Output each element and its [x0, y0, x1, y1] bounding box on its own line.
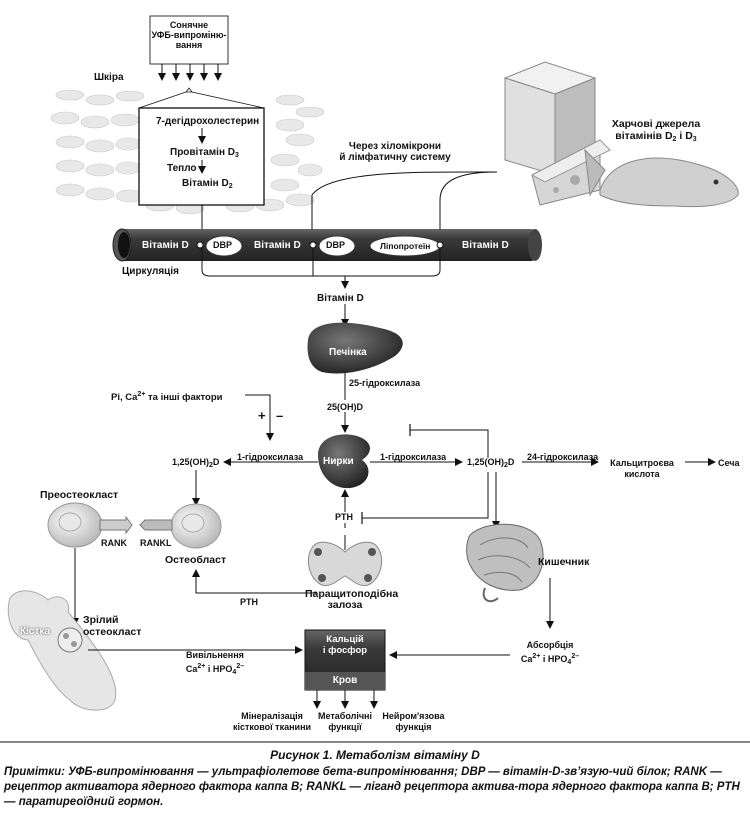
- absorption-label: Абсорбція Ca2+ і HPO42–: [505, 640, 595, 668]
- neuromuscular-line-1: Нейром'язова: [382, 711, 445, 721]
- mature-osteoclast-line-2: остеокласт: [83, 626, 142, 638]
- metabolic-label: Метаболічні функції: [310, 711, 380, 733]
- release-label: Вивільнення Ca2+ і HPO42–: [170, 650, 260, 678]
- parathyroid-label: Паращитоподібна залоза: [305, 588, 399, 611]
- vitamin-d2-label: Вітамін D2: [182, 178, 233, 190]
- parathyroid-shape: [307, 541, 383, 587]
- figure-notes: Примітки: УФБ-випромінювання — ультрафіо…: [4, 766, 740, 808]
- minus-sign: –: [276, 408, 284, 423]
- skin-label: Шкіра: [94, 72, 124, 83]
- parathyroid-line-1: Паращитоподібна: [305, 588, 399, 600]
- rank-label: RANK: [101, 538, 127, 548]
- neuromuscular-label: Нейром'язова функція: [376, 711, 451, 733]
- mineralization-label: Мінералізація кісткової тканини: [232, 711, 312, 733]
- rankl-label: RANKL: [140, 538, 172, 548]
- uvb-line-3: вання: [175, 40, 203, 50]
- dbp-oval-1: [205, 235, 243, 257]
- calcitroic-line-1: Кальцитроєва: [610, 458, 674, 468]
- tube-vitd-2: Вітамін D: [254, 240, 301, 251]
- calcitroic-label: Кальцитроєва кислота: [600, 458, 684, 480]
- mineralization-line-1: Мінералізація: [241, 711, 303, 721]
- chylomicron-line-1: Через хіломікрони: [348, 141, 442, 152]
- hydroxylase1-left: 1-гідроксилаза: [237, 452, 304, 462]
- tube-vitd-3: Вітамін D: [462, 240, 509, 251]
- phosphorus-label: і фосфор: [322, 645, 368, 656]
- calcitroic-line-2: кислота: [624, 469, 660, 479]
- dbp-label-2: DBP: [326, 240, 346, 250]
- liver-label: Печінка: [329, 347, 367, 358]
- uvb-line-2: УФБ-випроміню-: [151, 30, 227, 40]
- rank-receptor: [99, 515, 133, 535]
- neuromuscular-line-2: функція: [395, 722, 432, 732]
- kidney-shape: [318, 434, 370, 489]
- blood-box-text: Кальцій і фосфор: [305, 634, 385, 656]
- ohd125-left: 1,25(OH)2D: [172, 457, 220, 469]
- skin-synthesis-box: [138, 107, 265, 206]
- mature-osteoclast-line-1: Зрілий: [83, 614, 119, 626]
- plus-sign: +: [258, 408, 266, 423]
- uvb-line-1: Сонячне: [169, 20, 209, 30]
- parathyroid-line-2: залоза: [327, 599, 363, 611]
- rankl-ligand: [139, 519, 173, 531]
- bone-label: Кістка: [20, 626, 50, 637]
- tube-vitd-1: Вітамін D: [142, 240, 189, 251]
- metabolic-line-2: функції: [328, 722, 362, 732]
- pth-osteoblast-label: PTH: [240, 597, 258, 607]
- heat-label: Тепло: [167, 163, 197, 174]
- urine-label: Сеча: [718, 458, 740, 468]
- metabolic-line-1: Метаболічні: [317, 711, 372, 721]
- chylomicron-line-2: й лімфатичну систему: [339, 152, 451, 163]
- release-line-2: Ca2+ і HPO42–: [185, 663, 245, 676]
- hydroxylase25-label: 25-гідроксилаза: [349, 378, 421, 388]
- ohd25-label: 25(OH)D: [327, 402, 364, 412]
- uvb-label: Сонячне УФБ-випроміню- вання: [150, 20, 228, 50]
- tube-ovals: [205, 235, 441, 257]
- mineralization-line-2: кісткової тканини: [232, 722, 312, 732]
- food-illustration: [503, 61, 739, 208]
- blood-label: Кров: [332, 675, 358, 686]
- uvb-arrows: [158, 64, 222, 81]
- provitamin-d3-label: Провітамін D3: [170, 147, 239, 159]
- intestine-label: Кишечник: [538, 556, 590, 568]
- liver-shape: [307, 322, 403, 374]
- preosteoclast-label: Преостеокласт: [40, 489, 119, 501]
- mature-osteoclast-label: Зрілий остеокласт: [83, 614, 141, 638]
- kidneys-label: Нирки: [323, 456, 354, 467]
- bone-shape: [7, 590, 117, 711]
- figure-caption: Рисунок 1. Метаболізм вітаміну D: [270, 748, 480, 762]
- intestine-shape: [466, 523, 544, 591]
- uvb-box: [149, 15, 229, 65]
- dbp-label-1: DBP: [213, 240, 233, 250]
- pth-kidney-label: PTH: [335, 512, 353, 523]
- food-line-2: вітамінів D2 і D3: [615, 130, 697, 143]
- calcium-label: Кальцій: [326, 634, 364, 645]
- circulation-label: Циркуляція: [122, 266, 179, 277]
- osteoblast-label: Остеобласт: [165, 554, 227, 566]
- food-sources-label: Харчові джерела вітамінів D2 і D3: [596, 118, 716, 146]
- hydroxylase24-label: 24-гідроксилаза: [527, 452, 599, 462]
- ohd125-right: 1,25(OH)2D: [467, 457, 515, 469]
- dbp-oval-2: [318, 235, 356, 257]
- absorption-line-2: Ca2+ і HPO42–: [520, 653, 580, 666]
- absorption-line-1: Абсорбція: [526, 640, 574, 650]
- factors-label: Pi, Ca2+ та інші фактори: [111, 391, 223, 403]
- chylomicron-label: Через хіломікрони й лімфатичну систему: [330, 141, 460, 163]
- dehydrocholesterol-label: 7-дегідрохолестерин: [156, 116, 260, 127]
- lipoprotein-label: Ліпопротеїн: [380, 241, 431, 251]
- vitamin-d-metabolism-diagram: [0, 15, 750, 743]
- mature-osteoclast-cell: [57, 627, 83, 653]
- vitd-out-label: Вітамін D: [317, 293, 364, 304]
- food-line-1: Харчові джерела: [611, 118, 701, 130]
- hydroxylase1-right: 1-гідроксилаза: [380, 452, 447, 462]
- release-line-1: Вивільнення: [186, 650, 244, 660]
